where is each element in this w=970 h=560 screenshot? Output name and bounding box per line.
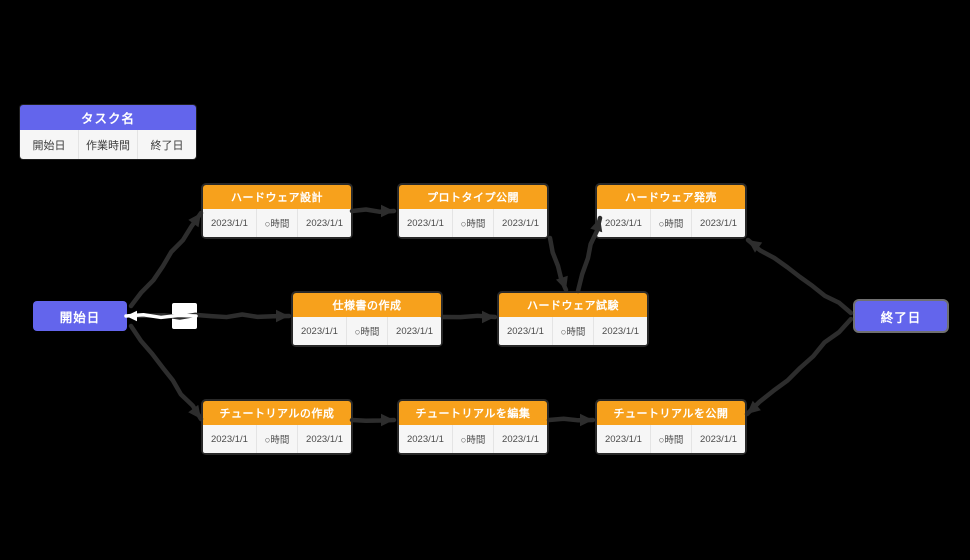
task-end-date: 2023/1/1	[493, 425, 547, 453]
edge-start-to-tutorial-creation[interactable]	[128, 323, 204, 422]
end-date-node[interactable]: 終了日	[855, 301, 947, 331]
task-work-hours: ○時間	[345, 317, 387, 345]
task-work-hours: ○時間	[451, 425, 493, 453]
task-start-date: 2023/1/1	[406, 433, 444, 445]
task-title: プロトタイプ公開	[399, 185, 547, 209]
task-node-hardware-launch[interactable]: ハードウェア発売 2023/1/1 ○時間 2023/1/1	[597, 185, 745, 237]
edge-start-to-hardware-design[interactable]	[128, 210, 204, 309]
white-annotation-arrow[interactable]	[124, 312, 198, 320]
task-title: チュートリアルを公開	[597, 401, 745, 425]
legend-col-work-hours: 作業時間	[78, 130, 137, 159]
start-date-node[interactable]: 開始日	[33, 301, 127, 331]
task-end-date: 2023/1/1	[691, 425, 745, 453]
task-work-hours: ○時間	[255, 209, 297, 237]
task-title: ハードウェア発売	[597, 185, 745, 209]
task-end-date: 2023/1/1	[593, 317, 647, 345]
task-start-date: 2023/1/1	[406, 217, 444, 229]
legend-columns: 開始日 作業時間 終了日	[20, 130, 196, 159]
task-title: ハードウェア試験	[499, 293, 647, 317]
task-work-hours: ○時間	[649, 209, 691, 237]
task-end-date: 2023/1/1	[297, 209, 351, 237]
edge-start-to-spec-writing[interactable]	[130, 312, 292, 320]
legend-card: タスク名 開始日 作業時間 終了日	[20, 105, 196, 159]
task-title: 仕様書の作成	[293, 293, 441, 317]
legend-title: タスク名	[20, 105, 196, 130]
edge-tutorial-creation-to-editing[interactable]	[349, 417, 397, 423]
task-end-date: 2023/1/1	[297, 425, 351, 453]
task-node-spec-writing[interactable]: 仕様書の作成 2023/1/1 ○時間 2023/1/1	[293, 293, 441, 345]
task-start-date: 2023/1/1	[300, 325, 338, 337]
edge-hardware-design-to-prototype[interactable]	[349, 207, 397, 215]
task-node-hardware-design[interactable]: ハードウェア設計 2023/1/1 ○時間 2023/1/1	[203, 185, 351, 237]
legend-col-start-date: 開始日	[32, 139, 66, 152]
edge-hardware-launch-to-end[interactable]	[745, 237, 854, 316]
task-node-tutorial-creation[interactable]: チュートリアルの作成 2023/1/1 ○時間 2023/1/1	[203, 401, 351, 453]
task-work-hours: ○時間	[551, 317, 593, 345]
edge-spec-writing-to-testing[interactable]	[440, 313, 498, 320]
task-start-date: 2023/1/1	[506, 325, 544, 337]
task-node-tutorial-editing[interactable]: チュートリアルを編集 2023/1/1 ○時間 2023/1/1	[399, 401, 547, 453]
task-title: ハードウェア設計	[203, 185, 351, 209]
task-work-hours: ○時間	[451, 209, 493, 237]
edge-prototype-to-hardware-testing[interactable]	[547, 235, 569, 293]
task-end-date: 2023/1/1	[691, 209, 745, 237]
legend-col-end-date: 終了日	[137, 130, 196, 159]
task-node-hardware-testing[interactable]: ハードウェア試験 2023/1/1 ○時間 2023/1/1	[499, 293, 647, 345]
task-title: チュートリアルの作成	[203, 401, 351, 425]
task-start-date: 2023/1/1	[604, 217, 642, 229]
task-work-hours: ○時間	[255, 425, 297, 453]
edge-tutorial-publish-to-end[interactable]	[744, 316, 854, 417]
task-work-hours: ○時間	[649, 425, 691, 453]
edge-hardware-testing-to-launch[interactable]	[575, 215, 603, 294]
task-start-date: 2023/1/1	[604, 433, 642, 445]
task-node-prototype-release[interactable]: プロトタイプ公開 2023/1/1 ○時間 2023/1/1	[399, 185, 547, 237]
task-node-tutorial-publish[interactable]: チュートリアルを公開 2023/1/1 ○時間 2023/1/1	[597, 401, 745, 453]
edge-tutorial-editing-to-publish[interactable]	[546, 416, 596, 423]
task-start-date: 2023/1/1	[210, 433, 248, 445]
task-title: チュートリアルを編集	[399, 401, 547, 425]
task-end-date: 2023/1/1	[493, 209, 547, 237]
task-end-date: 2023/1/1	[387, 317, 441, 345]
task-start-date: 2023/1/1	[210, 217, 248, 229]
